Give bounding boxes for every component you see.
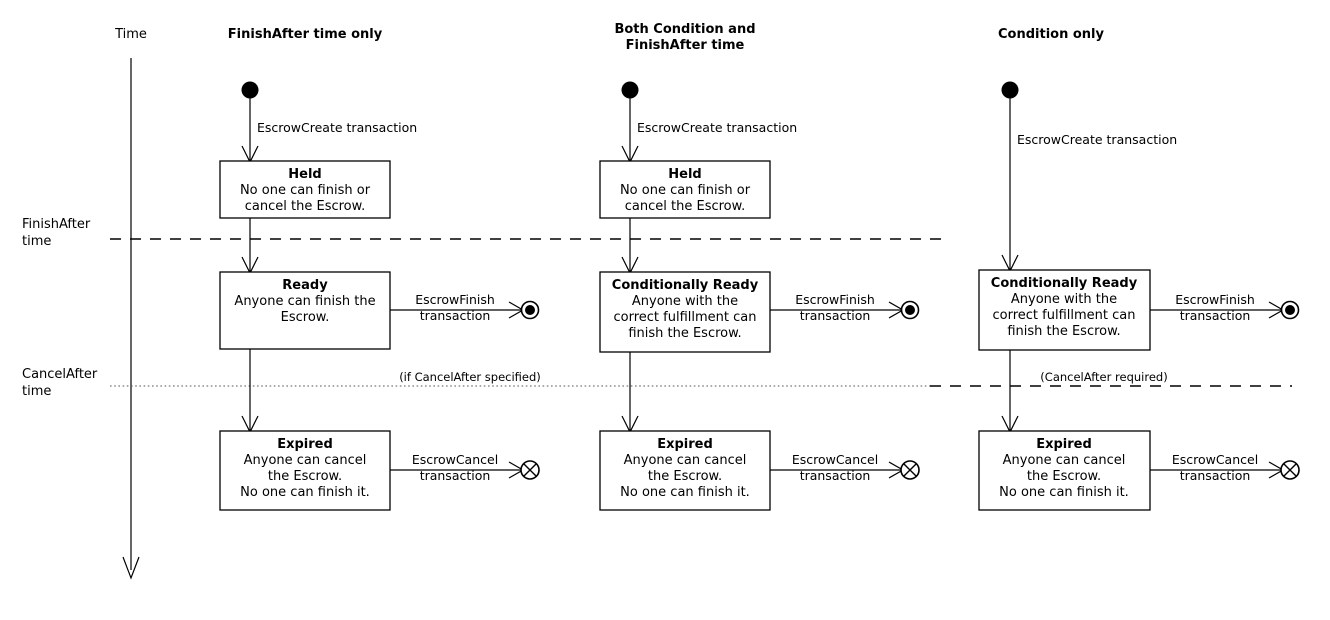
state-box-held-col1 xyxy=(219,160,391,219)
final-state-node-col2-core xyxy=(905,305,915,315)
state-body-cready-col3-line1: Anyone with the xyxy=(1011,292,1117,307)
state-title-conditionally-ready-col3: Conditionally Ready xyxy=(991,276,1138,291)
initial-state-node-col1 xyxy=(241,81,259,99)
edge-label-cancel-col2-line2: transaction xyxy=(800,468,871,483)
state-box-expired-col1 xyxy=(219,430,391,511)
state-body-expired-col1-line2: the Escrow. xyxy=(268,469,342,484)
column-title-finishafter-only: FinishAfter time only xyxy=(228,27,383,42)
column-title-condition-only: Condition only xyxy=(998,27,1105,42)
state-body-cready-col2-line3: finish the Escrow. xyxy=(628,326,741,341)
state-box-expired-col3 xyxy=(978,430,1151,511)
edge-label-create-col2: EscrowCreate transaction xyxy=(637,120,797,135)
column-title-both-line1: Both Condition and xyxy=(614,22,755,37)
state-body-held-col2-line2: cancel the Escrow. xyxy=(625,199,745,214)
time-axis-arrowhead xyxy=(122,556,140,580)
note-cancelafter-required: (CancelAfter required) xyxy=(1040,370,1167,384)
flow-final-node-col1-x xyxy=(523,463,537,477)
state-body-held-col1-line1: No one can finish or xyxy=(240,183,371,198)
lane-label-cancelafter-line1: CancelAfter xyxy=(22,367,98,382)
edge-label-finish-col3-line1: EscrowFinish xyxy=(1175,292,1255,307)
state-title-conditionally-ready-col2: Conditionally Ready xyxy=(612,278,759,293)
edge-label-cancel-col2-line1: EscrowCancel xyxy=(792,452,878,467)
state-title-expired-col1: Expired xyxy=(277,437,333,452)
note-cancelafter-specified: (if CancelAfter specified) xyxy=(399,370,541,384)
flow-final-node-col3-x xyxy=(1283,463,1297,477)
flow-final-node-col2-x xyxy=(903,463,917,477)
lane-label-finishafter-line1: FinishAfter xyxy=(22,217,91,232)
state-body-held-col1-line2: cancel the Escrow. xyxy=(245,199,365,214)
state-body-cready-col3-line3: finish the Escrow. xyxy=(1007,324,1120,339)
state-body-expired-col3-line2: the Escrow. xyxy=(1027,469,1101,484)
state-box-ready-col1 xyxy=(219,271,391,350)
state-title-expired-col3: Expired xyxy=(1036,437,1092,452)
edge-label-finish-col2-line1: EscrowFinish xyxy=(795,292,875,307)
state-body-expired-col2-line3: No one can finish it. xyxy=(620,485,750,500)
state-title-ready-col1: Ready xyxy=(282,278,328,293)
initial-state-node-col3 xyxy=(1001,81,1019,99)
state-body-expired-col2-line2: the Escrow. xyxy=(648,469,722,484)
final-state-node-col3-core xyxy=(1285,305,1295,315)
edge-label-finish-col1-line1: EscrowFinish xyxy=(415,292,495,307)
state-body-expired-col3-line3: No one can finish it. xyxy=(999,485,1129,500)
state-body-cready-col2-line1: Anyone with the xyxy=(632,294,738,309)
lane-label-finishafter-line2: time xyxy=(22,234,51,249)
state-title-held-col2: Held xyxy=(668,167,701,182)
edge-label-cancel-col1-line1: EscrowCancel xyxy=(412,452,498,467)
state-box-expired-col2 xyxy=(599,430,771,511)
state-body-ready-col1-line2: Escrow. xyxy=(281,310,330,325)
edge-label-create-col3: EscrowCreate transaction xyxy=(1017,132,1177,147)
edge-label-finish-col3-line2: transaction xyxy=(1180,308,1251,323)
edge-label-finish-col2-line2: transaction xyxy=(800,308,871,323)
state-box-conditionally-ready-col3 xyxy=(978,269,1151,351)
column-title-both-line2: FinishAfter time xyxy=(626,38,745,53)
state-box-conditionally-ready-col2 xyxy=(599,271,771,353)
final-state-node-col1-core xyxy=(525,305,535,315)
state-body-cready-col3-line2: correct fulfillment can xyxy=(993,308,1136,323)
edge-label-create-col1: EscrowCreate transaction xyxy=(257,120,417,135)
edge-label-cancel-col3-line1: EscrowCancel xyxy=(1172,452,1258,467)
lane-label-cancelafter-line2: time xyxy=(22,384,51,399)
initial-state-node-col2 xyxy=(621,81,639,99)
state-title-expired-col2: Expired xyxy=(657,437,713,452)
state-body-ready-col1-line1: Anyone can finish the xyxy=(234,294,375,309)
state-body-expired-col3-line1: Anyone can cancel xyxy=(1003,453,1126,468)
state-body-expired-col1-line3: No one can finish it. xyxy=(240,485,370,500)
state-body-expired-col1-line1: Anyone can cancel xyxy=(244,453,367,468)
state-body-cready-col2-line2: correct fulfillment can xyxy=(614,310,757,325)
time-axis-label: Time xyxy=(114,27,147,42)
state-box-held-col2 xyxy=(599,160,771,219)
state-body-expired-col2-line1: Anyone can cancel xyxy=(624,453,747,468)
state-title-held-col1: Held xyxy=(288,167,321,182)
edge-label-cancel-col3-line2: transaction xyxy=(1180,468,1251,483)
state-body-held-col2-line1: No one can finish or xyxy=(620,183,751,198)
edge-label-cancel-col1-line2: transaction xyxy=(420,468,491,483)
edge-label-finish-col1-line2: transaction xyxy=(420,308,491,323)
